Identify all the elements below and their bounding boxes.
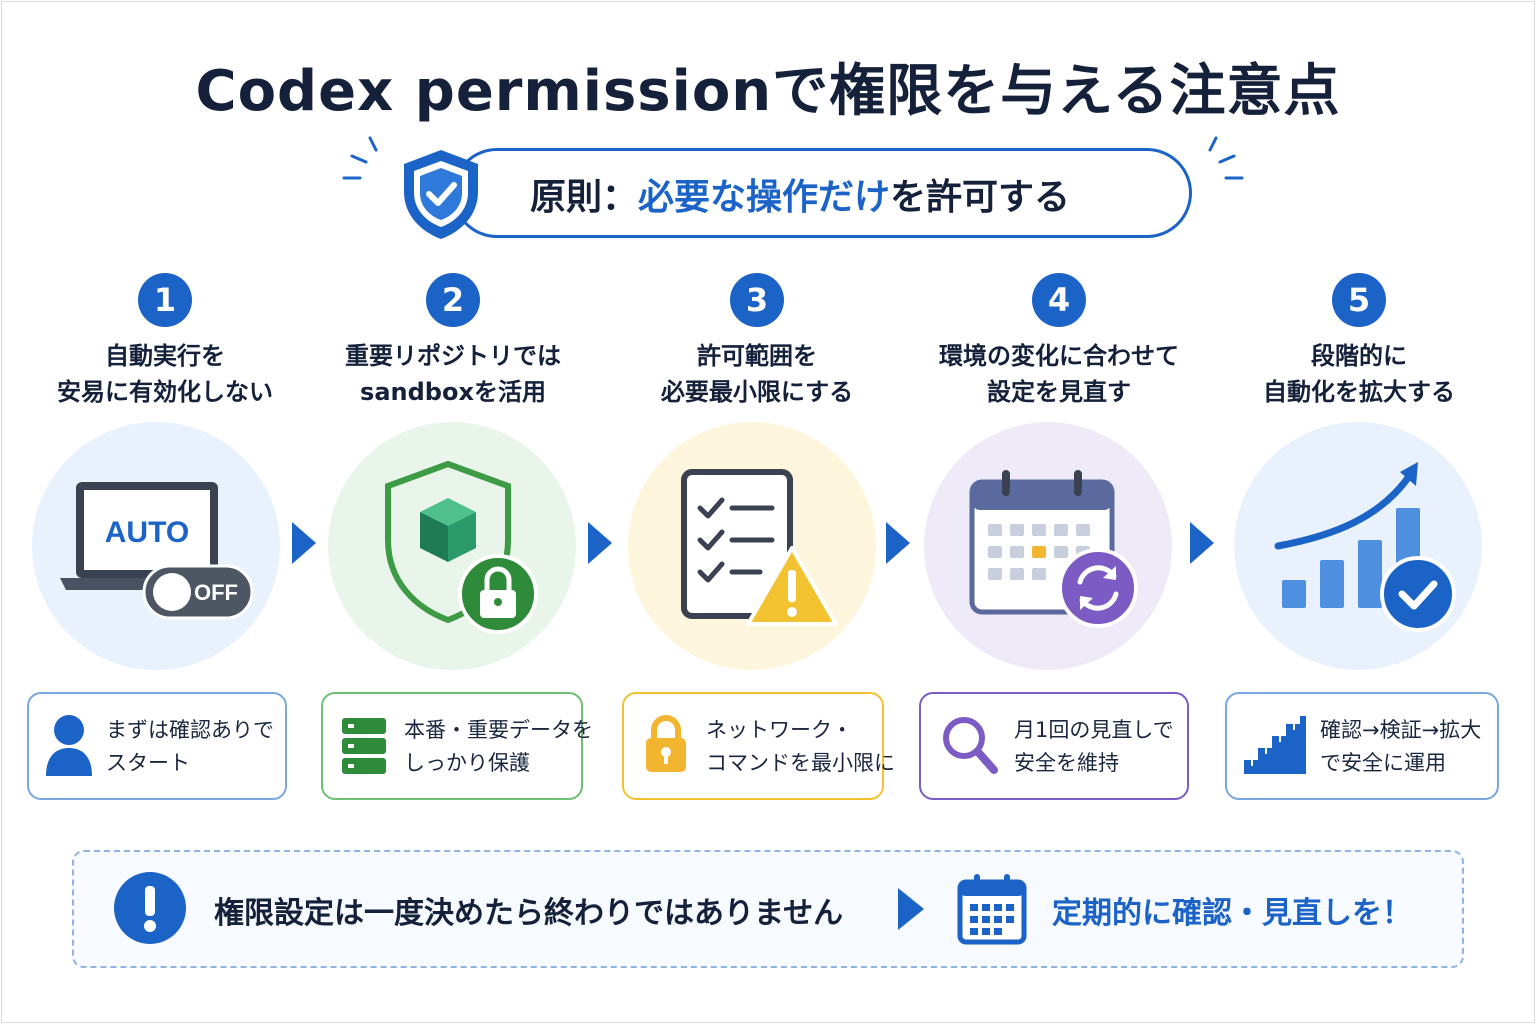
card-2-line2: しっかり保護 <box>404 751 530 775</box>
step-5-title-line2: 自動化を拡大する <box>1263 378 1455 406</box>
step-4-title-line2: 設定を見直す <box>987 378 1131 406</box>
card-1-line1: まずは確認ありで <box>106 718 274 742</box>
auto-label: AUTO <box>105 516 189 549</box>
laptop-auto-off-icon: AUTO OFF <box>60 482 254 620</box>
shield-check-icon <box>404 150 478 239</box>
card-3-line1: ネットワーク・ <box>706 718 853 742</box>
arrow-right-icon <box>292 522 316 564</box>
card-5-line1: 確認→検証→拡大 <box>1320 718 1482 742</box>
card-1 <box>27 692 287 800</box>
principle-suffix: を許可する <box>890 177 1071 218</box>
card-1-line2: スタート <box>106 751 190 775</box>
shield-cube-lock-icon <box>385 460 538 634</box>
stairs-icon <box>1244 716 1306 774</box>
sparkle-left-icon <box>342 136 378 180</box>
bottom-left-text: 権限設定は一度決めたら終わりではありません <box>214 896 844 931</box>
principle-prefix: 原則： <box>530 177 639 218</box>
step-2-number: 2 <box>426 273 480 327</box>
step-3-number: 3 <box>730 273 784 327</box>
bottom-notice <box>72 850 1464 968</box>
step-2-title-line2: sandboxを活用 <box>360 378 546 406</box>
arrow-right-icon <box>898 888 924 930</box>
arrow-right-icon <box>886 522 910 564</box>
lock-icon <box>646 715 686 772</box>
exclamation-icon <box>114 872 186 944</box>
principle-banner <box>452 148 1192 238</box>
card-3-line2: コマンドを最小限に <box>706 751 895 775</box>
arrow-right-icon <box>1190 522 1214 564</box>
database-icon <box>342 718 386 774</box>
step-3-title-line1: 許可範囲を <box>697 342 817 370</box>
card-3-text: ネットワーク・ コマンドを最小限に <box>706 714 895 780</box>
card-4-line1: 月1回の見直しで <box>1014 718 1174 742</box>
user-icon <box>46 715 92 776</box>
step-2-title-line1: 重要リポジトリでは <box>345 342 561 370</box>
step-3-title-line2: 必要最小限にする <box>660 378 854 406</box>
step-4-number: 4 <box>1032 273 1086 327</box>
arrow-right-icon <box>588 522 612 564</box>
principle-text: 原則：必要な操作だけを許可する <box>530 168 1070 220</box>
sparkle-right-icon <box>1208 136 1244 180</box>
bottom-right-text: 定期的に確認・見直しを！ <box>1052 896 1412 931</box>
step-2-title: 重要リポジトリでは sandboxを活用 <box>303 338 603 410</box>
page-title: Codex permissionで権限を与える注意点 <box>195 59 1341 124</box>
step-1-title-line1: 自動実行を <box>105 342 225 370</box>
card-4-text: 月1回の見直しで 安全を維持 <box>1014 714 1174 780</box>
card-5-text: 確認→検証→拡大 で安全に運用 <box>1320 714 1481 780</box>
step-5-number: 5 <box>1332 273 1386 327</box>
card-5 <box>1225 692 1499 800</box>
checklist-warning-icon <box>681 469 838 626</box>
card-4-line2: 安全を維持 <box>1014 751 1119 775</box>
calendar-refresh-icon <box>969 470 1138 628</box>
step-1-title: 自動実行を 安易に有効化しない <box>15 338 315 410</box>
growth-chart-check-icon <box>1274 462 1456 632</box>
card-4 <box>919 692 1189 800</box>
step-5-title-line1: 段階的に <box>1311 342 1407 370</box>
card-1-text: まずは確認ありで スタート <box>106 714 274 780</box>
step-5-title: 段階的に 自動化を拡大する <box>1209 338 1509 410</box>
principle-highlight: 必要な操作だけ <box>638 177 891 218</box>
card-2-text: 本番・重要データを しっかり保護 <box>404 714 593 780</box>
card-5-line2: で安全に運用 <box>1320 751 1446 775</box>
step-3-title: 許可範囲を 必要最小限にする <box>607 338 907 410</box>
step-1-title-line2: 安易に有効化しない <box>57 378 273 406</box>
card-2-line1: 本番・重要データを <box>404 718 593 742</box>
step-1-number: 1 <box>138 273 192 327</box>
magnifier-icon <box>943 717 998 774</box>
calendar-icon <box>957 874 1027 945</box>
off-label: OFF <box>194 580 238 605</box>
step-4-title: 環境の変化に合わせて 設定を見直す <box>909 338 1209 410</box>
step-4-title-line1: 環境の変化に合わせて <box>939 342 1179 370</box>
